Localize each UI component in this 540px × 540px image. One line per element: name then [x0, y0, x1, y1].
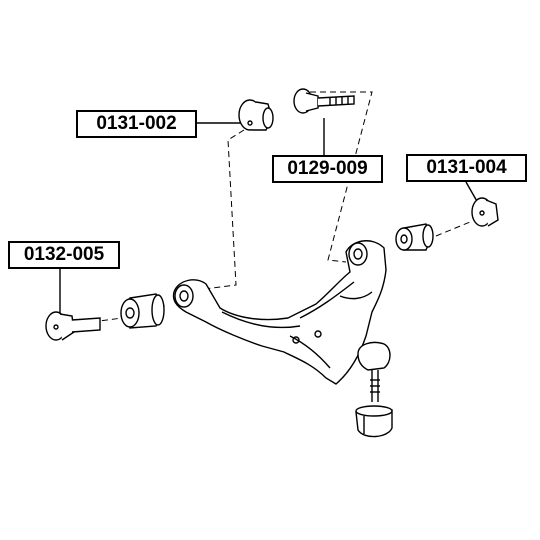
- bushing-front: [120, 293, 165, 329]
- dust-boot: [355, 405, 393, 438]
- cam-bolt-upper: [238, 99, 274, 131]
- cam-washer-right: [471, 197, 499, 227]
- bushing-rear: [395, 223, 434, 251]
- callout-0129-009: 0129-009: [272, 155, 383, 183]
- callout-0132-005: 0132-005: [8, 241, 120, 269]
- callout-0131-002: 0131-002: [76, 110, 197, 138]
- ball-joint: [357, 341, 391, 402]
- callout-0131-004: 0131-004: [406, 154, 527, 182]
- long-bolt: [293, 88, 355, 114]
- lower-control-arm: [172, 240, 387, 385]
- cam-bolt-left: [45, 311, 101, 341]
- leader-line-0131-004: [465, 181, 479, 204]
